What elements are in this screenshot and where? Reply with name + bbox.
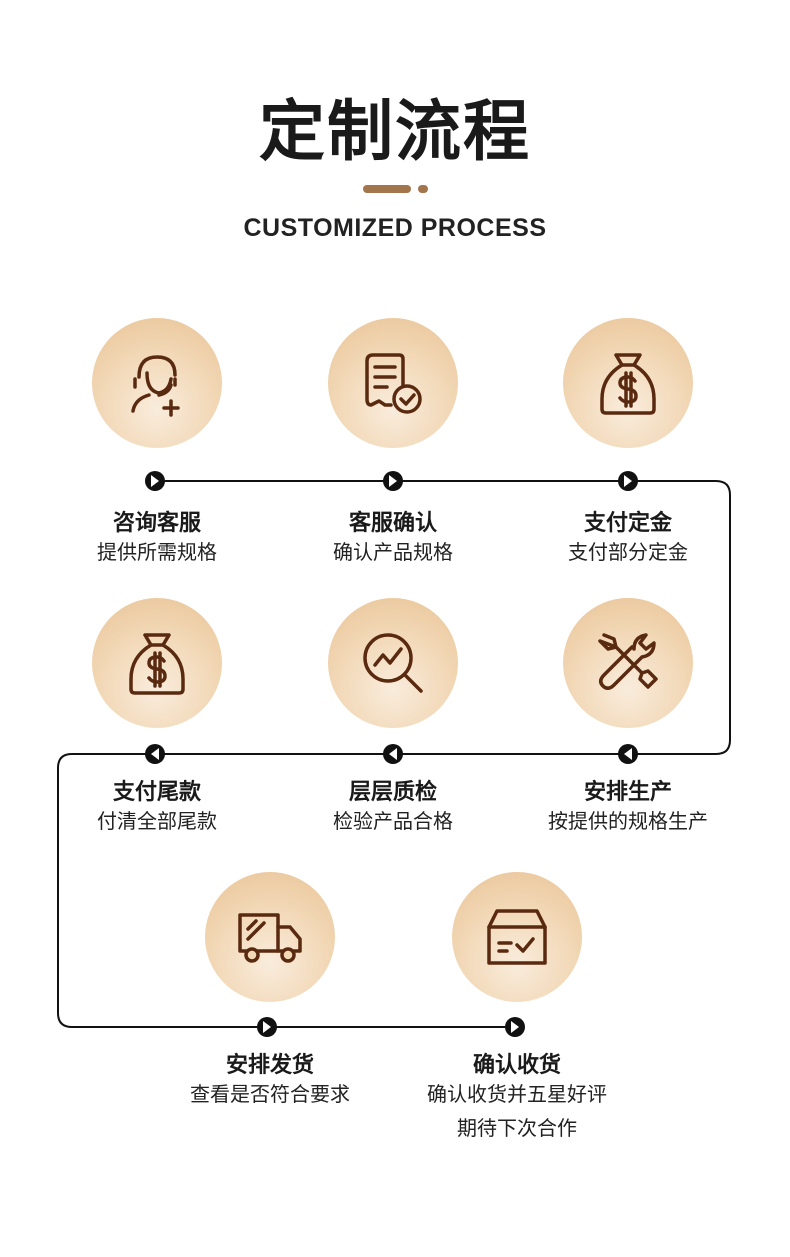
customer-service-icon	[131, 355, 180, 417]
step-desc: 检验产品合格	[333, 809, 453, 833]
magnifier-chart-icon	[363, 633, 423, 693]
step-title: 支付定金	[583, 511, 672, 536]
flow-arrow-left	[618, 744, 638, 764]
flow-arrow-right	[383, 471, 403, 491]
flow-arrow-left	[145, 744, 165, 764]
step-icon-circle	[92, 318, 222, 448]
step-title: 安排发货	[225, 1053, 314, 1078]
step-icon-circle	[205, 872, 335, 1002]
title-decoration-dot	[418, 185, 428, 193]
step-title: 咨询客服	[112, 511, 201, 536]
step-title: 支付尾款	[112, 780, 201, 805]
step-title: 安排生产	[583, 780, 672, 805]
title-decoration-bar	[363, 185, 411, 193]
delivery-truck-icon	[238, 913, 302, 963]
money-bag-icon	[600, 353, 656, 415]
step-icon-circle	[563, 318, 693, 448]
step-desc: 付清全部尾款	[97, 809, 217, 833]
flow-arrow-right	[145, 471, 165, 491]
flow-arrow-right	[257, 1017, 277, 1037]
step-desc: 按提供的规格生产	[548, 809, 708, 833]
page-title: 定制流程	[259, 93, 531, 170]
step-icon-circle	[563, 598, 693, 728]
flow-arrow-right	[505, 1017, 525, 1037]
step-desc: 提供所需规格	[97, 540, 217, 564]
step-icon-circle	[328, 318, 458, 448]
step-desc: 确认产品规格	[333, 540, 453, 564]
step-icon-circle	[92, 598, 222, 728]
step-title: 客服确认	[348, 511, 437, 536]
step-desc: 支付部分定金	[568, 540, 688, 564]
step-desc: 确认收货并五星好评	[427, 1082, 607, 1106]
step-desc: 查看是否符合要求	[190, 1082, 350, 1106]
step-icon-circle	[452, 872, 582, 1002]
step-desc: 期待下次合作	[457, 1116, 577, 1140]
step-icon-circle	[328, 598, 458, 728]
flow-arrow-left	[383, 744, 403, 764]
document-check-icon	[365, 353, 422, 414]
flow-arrow-right	[618, 471, 638, 491]
step-title: 确认收货	[472, 1053, 561, 1078]
package-box-icon	[487, 909, 547, 965]
tools-icon	[598, 633, 658, 690]
step-title: 层层质检	[348, 780, 437, 805]
page-subtitle: CUSTOMIZED PROCESS	[243, 214, 547, 242]
money-bag-icon	[129, 633, 185, 695]
